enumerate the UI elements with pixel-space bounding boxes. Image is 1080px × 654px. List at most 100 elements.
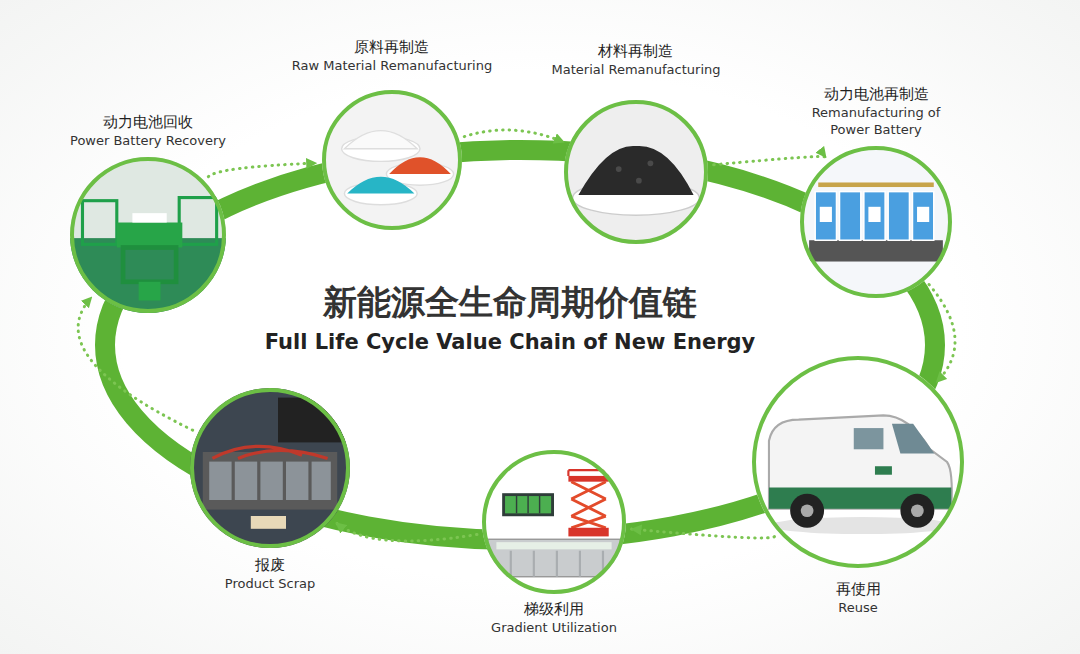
dotted-arrow [208, 163, 316, 177]
cell-tag [820, 207, 832, 222]
machine-legs [123, 247, 176, 281]
label-chinese: 动力电池再制造 [806, 85, 946, 104]
white-powder [344, 131, 417, 149]
windshield [892, 424, 934, 454]
teal-powder [347, 177, 414, 194]
label-english: Remanufacturing of Power Battery [806, 104, 946, 138]
machine-sign [132, 213, 166, 222]
cell [209, 462, 231, 500]
container-banner [496, 542, 611, 549]
hub [911, 504, 924, 517]
floor [70, 238, 226, 313]
stage-node: 再使用Reuse [752, 356, 964, 568]
backdrop [752, 356, 964, 568]
dotted-arrow [336, 523, 477, 541]
cell [260, 462, 282, 500]
factory-picture [70, 157, 226, 313]
container-ribs [511, 551, 603, 577]
stage-node: 动力电池回收Power Battery Recovery [70, 157, 226, 313]
hub [801, 504, 814, 517]
circle-frame [800, 146, 952, 298]
storage-picture [482, 450, 626, 594]
label-chinese: 原料再制造 [292, 38, 492, 57]
pack-tray [203, 452, 337, 510]
cell-lines [517, 496, 540, 513]
label-english: Gradient Utilization [491, 619, 617, 636]
machine-frame [179, 198, 216, 245]
label-english: Raw Material Remanufacturing [292, 57, 492, 74]
machine-frame [82, 201, 116, 245]
node-label: 梯级利用Gradient Utilization [491, 600, 617, 636]
powder-picture [322, 90, 462, 230]
van-picture [752, 356, 964, 568]
cell-tag [917, 207, 929, 222]
label-chinese: 梯级利用 [491, 600, 617, 619]
node-label: 动力电池回收Power Battery Recovery [70, 113, 226, 149]
circle-frame [70, 157, 226, 313]
stage-node: 材料再制造Material Remanufacturing [564, 100, 708, 244]
cell [840, 192, 861, 241]
tag [251, 516, 286, 529]
side-window [854, 428, 884, 449]
lift-rail [568, 470, 608, 476]
stage-node: 报废Product Scrap [190, 388, 350, 548]
dotted-arrow [632, 529, 775, 538]
node-label: 原料再制造Raw Material Remanufacturing [292, 38, 492, 74]
backdrop [190, 388, 350, 548]
wheel [900, 494, 934, 528]
dotted-arrow [78, 297, 193, 430]
battery-pack [502, 493, 554, 516]
backdrop [564, 100, 708, 244]
cell [312, 462, 331, 500]
stage-node: 原料再制造Raw Material Remanufacturing [322, 90, 462, 230]
wall [70, 157, 226, 313]
circle-frame [322, 90, 462, 230]
dotted-arrow [714, 157, 826, 165]
grain [616, 166, 622, 172]
backdrop [322, 90, 462, 230]
module-frame [809, 240, 943, 261]
backdrop [482, 450, 626, 594]
dotted-arrow [929, 285, 955, 383]
label-chinese: 再使用 [836, 580, 881, 599]
label-chinese: 动力电池回收 [70, 113, 226, 132]
lift-platform [568, 476, 608, 482]
stage-node: 梯级利用Gradient Utilization [482, 450, 626, 594]
circle-frame [752, 356, 964, 568]
container [488, 539, 620, 576]
node-label: 报废Product Scrap [225, 556, 315, 592]
label-english: Power Battery Recovery [70, 132, 226, 149]
grain [648, 160, 654, 166]
scrap-picture [190, 388, 350, 548]
title-block: 新能源全生命周期价值链 Full Life Cycle Value Chain o… [210, 280, 810, 356]
wheel [790, 494, 824, 528]
label-english: Product Scrap [225, 575, 315, 592]
black-powder [578, 146, 693, 195]
machine-table [117, 223, 183, 248]
cell [912, 192, 933, 241]
diagram-title: 新能源全生命周期价值链 [210, 280, 810, 324]
battery-module-picture [800, 146, 952, 298]
stage-node: 动力电池再制造Remanufacturing of Power Battery [800, 146, 952, 298]
monitor [278, 398, 350, 443]
circle-frame [482, 450, 626, 594]
dotted-arrow [464, 130, 564, 142]
machine-base [139, 282, 161, 301]
circle-frame [190, 388, 350, 548]
grain [636, 178, 642, 184]
cell [235, 462, 257, 500]
cell [888, 192, 909, 241]
lift-base [568, 528, 608, 537]
label-chinese: 材料再制造 [552, 42, 721, 61]
battery-cells [505, 496, 551, 513]
cell [864, 192, 885, 241]
lift-scissor [571, 482, 606, 528]
black-powder-picture [564, 100, 708, 244]
bus-bar [818, 182, 934, 187]
van-logo [875, 466, 892, 474]
circle-frame [564, 100, 708, 244]
orange-powder [389, 157, 451, 174]
title-english: Full Life Cycle Value Chain of New Energ… [210, 328, 810, 356]
label-english: Material Remanufacturing [552, 61, 721, 78]
